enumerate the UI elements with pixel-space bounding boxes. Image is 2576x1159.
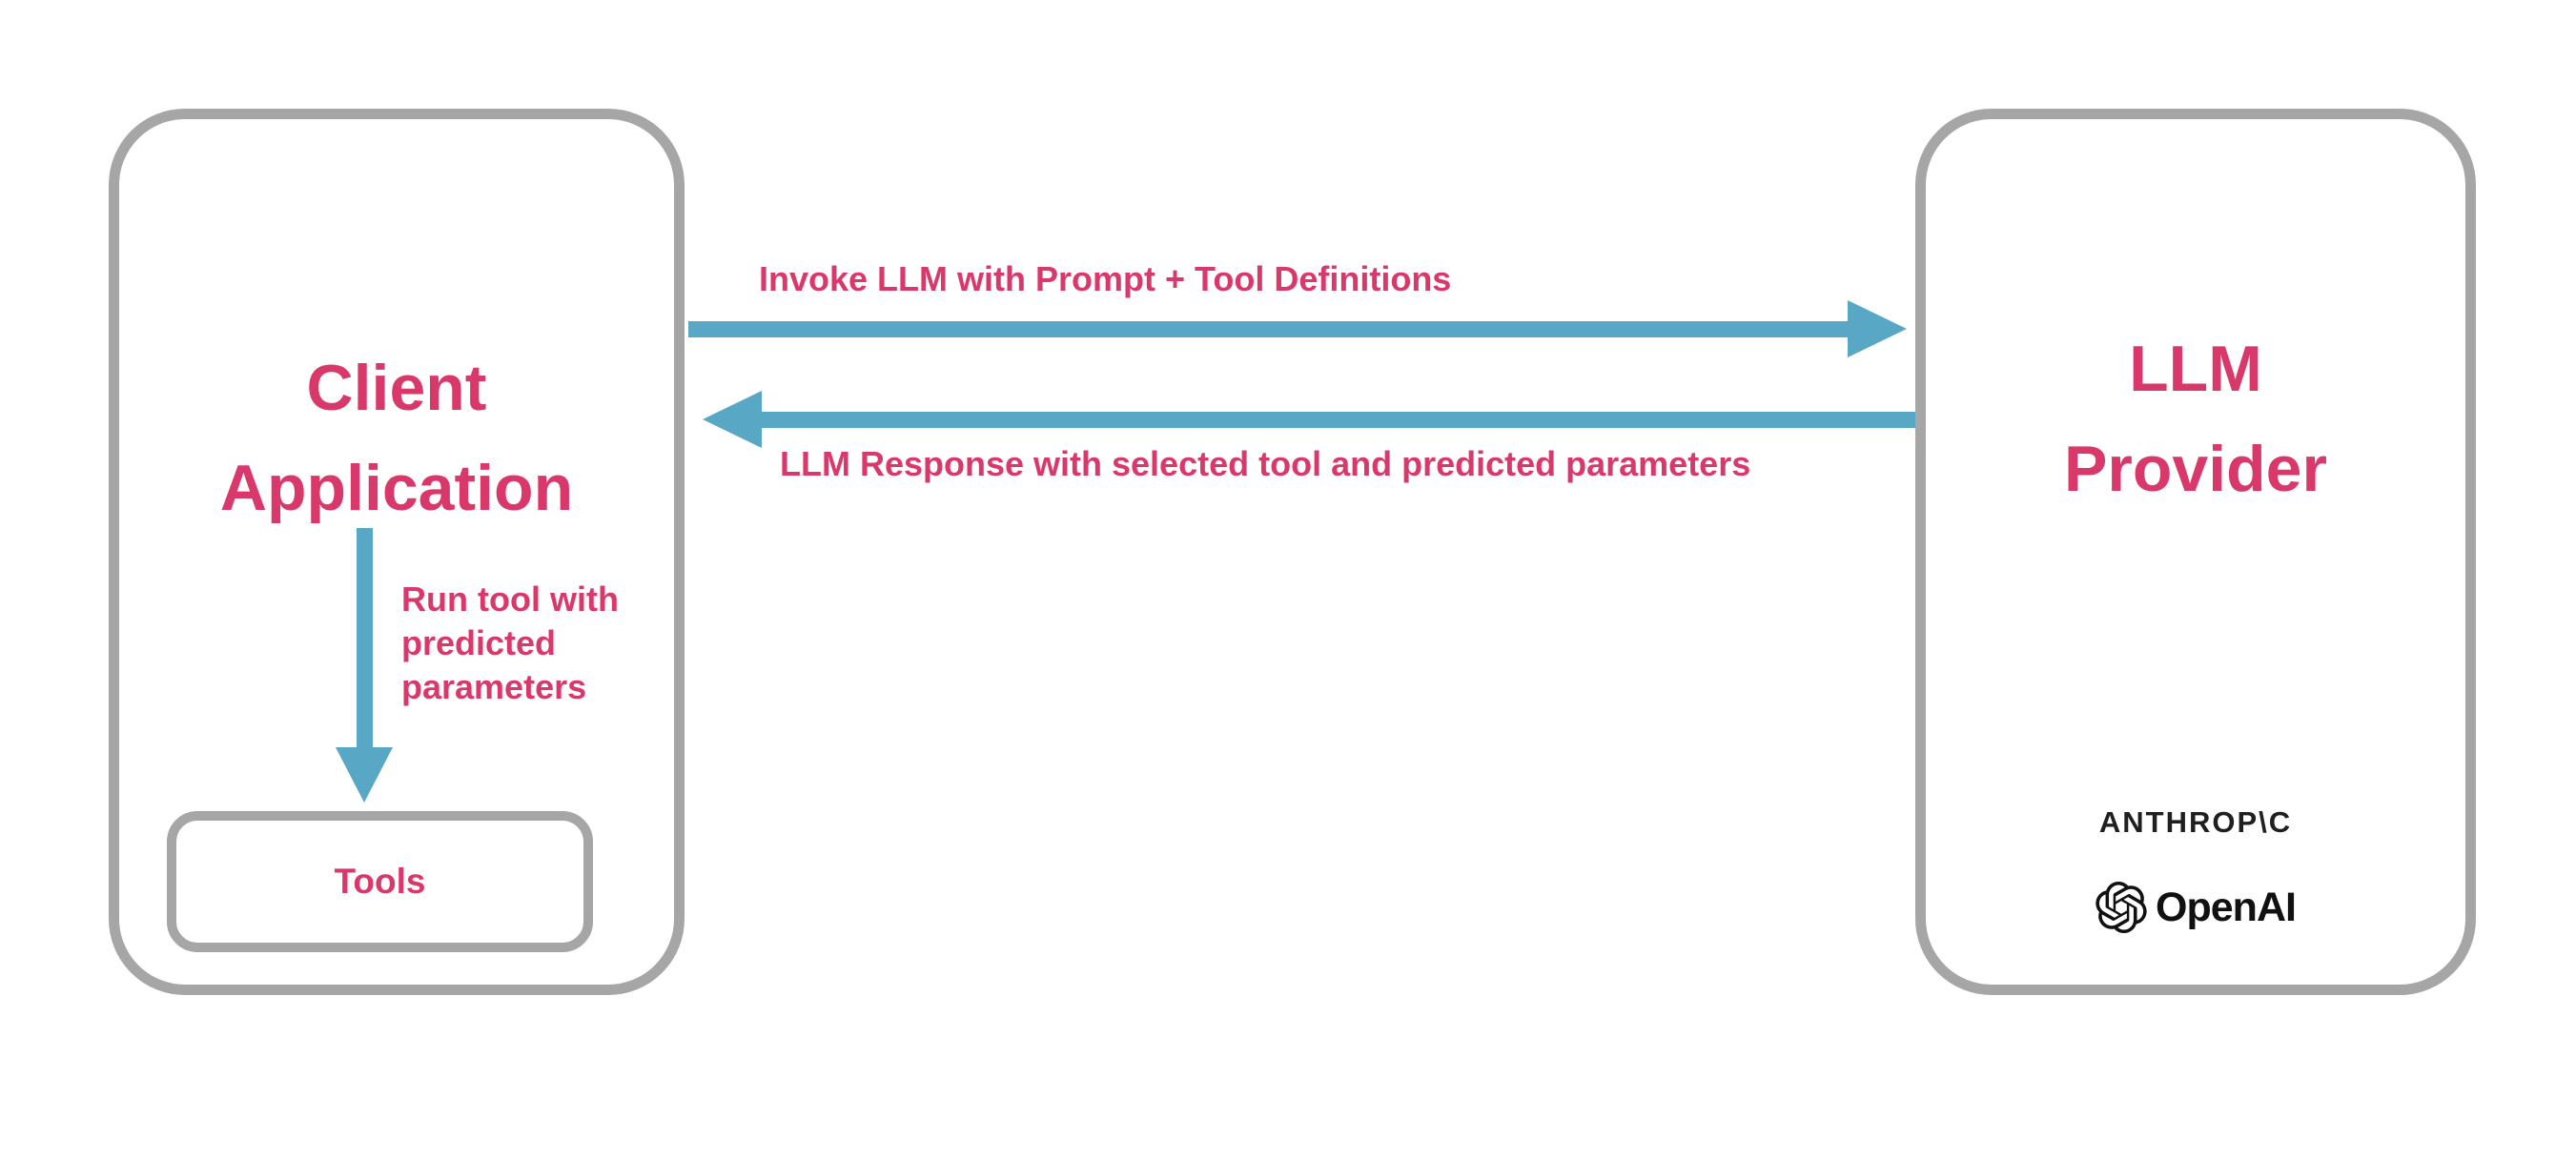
response-arrow-head: [703, 391, 762, 448]
response-arrow-label: LLM Response with selected tool and pred…: [780, 444, 1751, 483]
request-arrow-head: [1848, 300, 1907, 357]
run-tool-arrow-label: Run tool with predicted parameters: [401, 580, 619, 707]
openai-icon: [2096, 882, 2147, 933]
client-application-title: Client Application: [219, 352, 574, 525]
openai-logo: OpenAI: [1915, 882, 2476, 933]
response-arrow-shaft: [760, 412, 1915, 428]
llm-provider-box: [1915, 109, 2476, 995]
request-arrow-shaft: [688, 321, 1848, 337]
llm-provider-title: LLM Provider: [2064, 333, 2327, 506]
anthropic-logo: ANTHROP\C: [2098, 805, 2293, 839]
run-tool-arrow-shaft: [357, 528, 373, 751]
tools-label: Tools: [334, 862, 426, 901]
run-tool-arrow-head: [336, 747, 393, 803]
tools-box: Tools: [167, 811, 593, 952]
request-arrow-label: Invoke LLM with Prompt + Tool Definition…: [759, 259, 1452, 298]
openai-wordmark: OpenAI: [2156, 884, 2297, 930]
